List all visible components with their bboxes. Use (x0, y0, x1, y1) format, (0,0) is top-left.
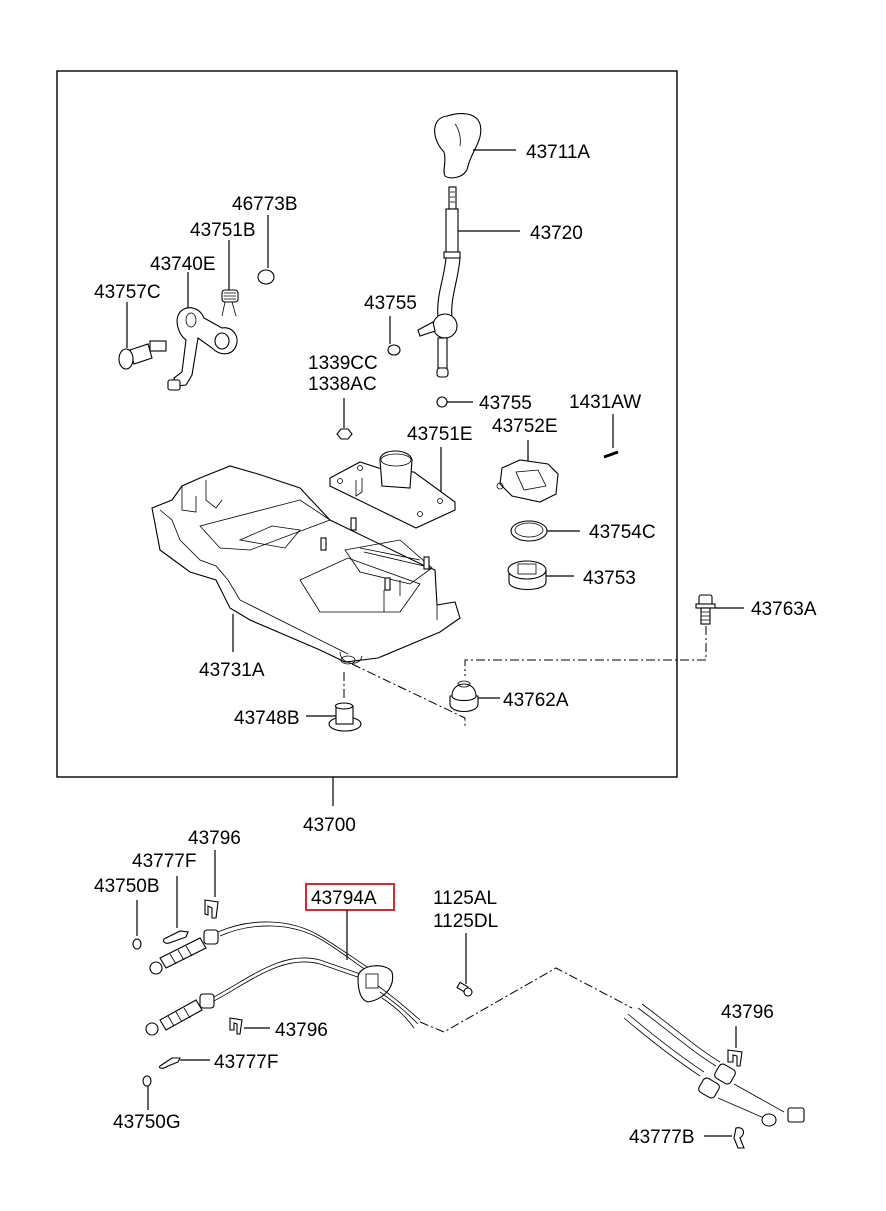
label-43796-top[interactable]: 43796 (188, 828, 241, 849)
label-43755-lower[interactable]: 43755 (479, 393, 532, 414)
label-1431AW[interactable]: 1431AW (569, 392, 641, 413)
bushing-lower-part (436, 396, 448, 408)
label-46773B[interactable]: 46773B (232, 194, 298, 215)
lever-arm-part (167, 307, 238, 391)
small-pin-part (603, 450, 619, 459)
washer-bottom-part (142, 1075, 152, 1087)
pin-mid-part (158, 1057, 181, 1069)
label-43755-upper[interactable]: 43755 (364, 293, 417, 314)
label-43754C[interactable]: 43754C (589, 522, 656, 543)
label-43711A[interactable]: 43711A (526, 142, 590, 163)
label-43753[interactable]: 43753 (583, 568, 636, 589)
clip-right-part (727, 1049, 743, 1067)
stopper-part (257, 269, 275, 285)
label-43763A[interactable]: 43763A (751, 599, 817, 620)
bracket-part (329, 450, 456, 529)
cable-end-right-part (623, 1003, 805, 1127)
bolt-part (695, 594, 716, 625)
label-43794A[interactable]: 43794A (311, 888, 377, 909)
label-1125DL[interactable]: 1125DL (433, 911, 498, 932)
label-43762A[interactable]: 43762A (503, 690, 569, 711)
screw-part (456, 981, 473, 997)
cable-assembly-part (145, 921, 421, 1036)
cable-dash-line (419, 967, 633, 1033)
collar-part (328, 702, 362, 732)
washer-top-part (132, 938, 142, 950)
clip-mid-part (229, 1017, 243, 1035)
label-43777F-mid[interactable]: 43777F (214, 1052, 278, 1073)
pin-part (118, 340, 167, 370)
nut-part (336, 428, 353, 440)
highlight-box (305, 883, 395, 911)
label-43700[interactable]: 43700 (303, 815, 356, 836)
shift-knob-part (434, 113, 482, 179)
assembly-frame (56, 70, 678, 778)
pin-top-part (162, 930, 189, 944)
label-43796-mid[interactable]: 43796 (275, 1020, 328, 1041)
label-1338AC[interactable]: 1338AC (308, 374, 377, 395)
label-1339CC[interactable]: 1339CC (308, 353, 378, 374)
label-43777F-top[interactable]: 43777F (132, 851, 196, 872)
guide-part (496, 459, 559, 503)
housing-studs (320, 517, 430, 591)
clip-top-part (204, 899, 219, 919)
label-43720[interactable]: 43720 (530, 223, 583, 244)
label-43750B[interactable]: 43750B (94, 876, 160, 897)
grommet-dash-line (351, 663, 466, 726)
grommet-part (449, 680, 479, 713)
pin-right-part (733, 1127, 745, 1149)
bolt-dash-line (464, 626, 707, 676)
label-43731A[interactable]: 43731A (199, 660, 265, 681)
label-43750G[interactable]: 43750G (113, 1112, 181, 1133)
label-43777B[interactable]: 43777B (629, 1127, 695, 1148)
shift-lever-part (417, 186, 461, 378)
label-43751B[interactable]: 43751B (190, 220, 256, 241)
label-1125AL[interactable]: 1125AL (433, 888, 497, 909)
spring-part (221, 289, 239, 317)
seat-part (507, 560, 547, 591)
label-43752E[interactable]: 43752E (492, 416, 558, 437)
housing-part (151, 465, 461, 665)
label-43748B[interactable]: 43748B (234, 708, 300, 729)
label-43796-right[interactable]: 43796 (721, 1002, 774, 1023)
label-43740E[interactable]: 43740E (150, 254, 216, 275)
label-43751E[interactable]: 43751E (407, 424, 473, 445)
label-43757C[interactable]: 43757C (94, 282, 161, 303)
bushing-upper-part (387, 344, 401, 356)
ring-part (510, 520, 548, 542)
